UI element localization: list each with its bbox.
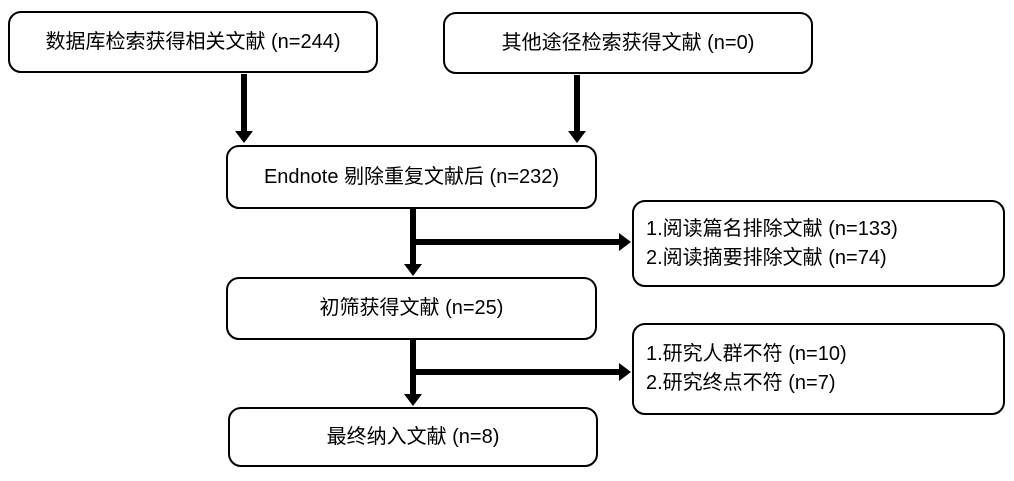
exclusion-eligibility-line-1: 1.研究人群不符 (n=10) [646, 343, 847, 365]
arrow-branch-to-exclusion-eligibility-shaft [410, 369, 619, 375]
flow-box-database-search-label: 数据库检索获得相关文献 (n=244) [45, 30, 341, 53]
flow-box-after-dedup-label: Endnote 剔除重复文献后 (n=232) [263, 165, 560, 188]
flow-box-initial-screen-label: 初筛获得文献 (n=25) [319, 297, 504, 319]
flow-box-exclusion-eligibility: 1.研究人群不符 (n=10) 2.研究终点不符 (n=7) [632, 323, 1005, 415]
flow-box-initial-screen: 初筛获得文献 (n=25) [226, 277, 597, 340]
arrow-initial-to-final-head-icon [404, 394, 422, 406]
arrow-branch-to-exclusion-screening-shaft [410, 239, 619, 245]
arrow-other-to-dedup-shaft [574, 75, 580, 131]
arrow-branch-to-exclusion-eligibility-head-icon [619, 363, 631, 381]
flow-box-final-included-label: 最终纳入文献 (n=8) [326, 425, 500, 448]
flow-box-exclusion-screening-lines: 1.阅读篇名排除文献 (n=133) 2.阅读摘要排除文献 (n=74) [646, 215, 898, 273]
flow-box-other-sources-label: 其他途径检索获得文献 (n=0) [501, 31, 755, 54]
exclusion-screening-line-1: 1.阅读篇名排除文献 (n=133) [646, 217, 898, 240]
flow-box-after-dedup: Endnote 剔除重复文献后 (n=232) [226, 145, 597, 209]
flow-box-final-included: 最终纳入文献 (n=8) [228, 407, 598, 467]
arrow-other-to-dedup-head-icon [568, 131, 586, 143]
flow-box-other-sources: 其他途径检索获得文献 (n=0) [443, 12, 813, 74]
exclusion-screening-line-2: 2.阅读摘要排除文献 (n=74) [646, 246, 887, 269]
arrow-dedup-to-initial-head-icon [404, 264, 422, 276]
flow-box-exclusion-screening: 1.阅读篇名排除文献 (n=133) 2.阅读摘要排除文献 (n=74) [632, 200, 1005, 287]
arrow-database-to-dedup-shaft [241, 74, 247, 131]
flow-box-exclusion-eligibility-lines: 1.研究人群不符 (n=10) 2.研究终点不符 (n=7) [646, 340, 847, 398]
exclusion-eligibility-line-2: 2.研究终点不符 (n=7) [646, 372, 836, 394]
arrow-initial-to-final-shaft [410, 340, 416, 394]
flow-box-database-search: 数据库检索获得相关文献 (n=244) [8, 11, 378, 73]
arrow-branch-to-exclusion-screening-head-icon [619, 233, 631, 251]
arrow-dedup-to-initial-shaft [410, 209, 416, 264]
arrow-database-to-dedup-head-icon [235, 131, 253, 143]
